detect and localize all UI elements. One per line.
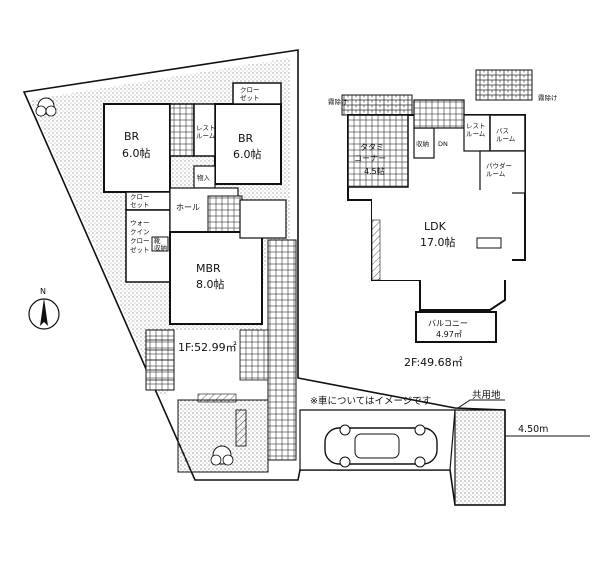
tree-icon — [35, 97, 57, 117]
bathroom-2f — [489, 114, 526, 152]
floor1-area: 1F:52.99㎡ — [178, 341, 237, 354]
closet-left-label: クローセット — [130, 193, 150, 209]
br-left-name: BR — [124, 130, 140, 143]
bench — [235, 409, 247, 447]
toilet-label: レストルーム — [196, 124, 216, 140]
br-right-size: 6.0帖 — [233, 148, 262, 161]
shoes-label: 靴収納 — [154, 236, 167, 252]
approach-path — [267, 239, 297, 461]
br-right-name: BR — [238, 132, 254, 145]
balcony-area: 4.97㎡ — [436, 330, 462, 339]
br-left-size: 6.0帖 — [122, 147, 151, 160]
approach-lower — [239, 329, 269, 381]
site-plan-1f: N BR 6.0帖 BR 6.0帖 クローゼット レストルーム 物入 ホール ク… — [22, 49, 506, 506]
floor2-area: 2F:49.68㎡ — [404, 356, 463, 369]
balcony — [415, 311, 497, 343]
mbr-size: 8.0帖 — [196, 278, 225, 291]
stairs-2f — [413, 99, 465, 129]
eave-left-label: 霧除け — [328, 97, 348, 106]
common-land-label: 共用地 — [472, 389, 501, 401]
flat-roof-strip — [371, 219, 381, 281]
ldk-size: 17.0帖 — [420, 236, 456, 249]
storage-label: 物入 — [197, 173, 211, 182]
powder-room-2f — [479, 150, 526, 194]
powder-room-label: パウダールーム — [486, 161, 512, 178]
dim-bar — [197, 393, 237, 403]
roof-left — [341, 94, 413, 116]
walkin-closet-label: ウォークインクローゼット — [130, 219, 150, 254]
road-width-label: 4.50m — [518, 424, 548, 435]
kitchen-counter — [476, 237, 502, 249]
ldk-room — [372, 190, 512, 280]
stair-top — [169, 103, 195, 157]
road-edge — [457, 399, 505, 409]
entrance-porch — [239, 199, 287, 239]
car-icon — [324, 424, 438, 468]
balcony-name: バルコニー — [428, 319, 468, 328]
dn-label: DN — [438, 140, 448, 148]
hall-label: ホール — [176, 203, 200, 212]
stair-treads — [146, 339, 174, 381]
closet-top — [232, 82, 282, 105]
storage-2f-label: 収納 — [416, 139, 429, 148]
car-note: ※車についてはイメージです — [310, 395, 431, 407]
restroom-2f-label: レストルーム — [466, 122, 486, 138]
toilet-room — [193, 103, 216, 157]
floor-plan-2f: 霧除け 霧除け タタミコーナー 4.5帖 収納 DN レストルーム バスルーム … — [328, 69, 558, 369]
ldk-name: LDK — [424, 220, 447, 233]
tatami-size: 4.5帖 — [364, 166, 385, 176]
stair-hall — [207, 195, 243, 233]
mbr-name: MBR — [196, 262, 221, 275]
eave-right-label: 霧除け — [538, 93, 558, 102]
tatami-corner — [347, 114, 409, 188]
closet-top-label: クローゼット — [240, 86, 260, 102]
shoe-storage — [151, 236, 169, 252]
compass-icon: N — [28, 287, 60, 330]
br-right-room — [214, 103, 282, 185]
restroom-2f — [463, 114, 491, 152]
roof-right — [475, 69, 533, 101]
tree-icon — [210, 445, 234, 466]
mbr-room — [169, 231, 263, 325]
bathroom-2f-label: バスルーム — [496, 127, 516, 143]
compass-north-label: N — [40, 287, 46, 296]
tatami-name: タタミコーナー — [354, 143, 386, 163]
common-strip — [454, 409, 506, 506]
